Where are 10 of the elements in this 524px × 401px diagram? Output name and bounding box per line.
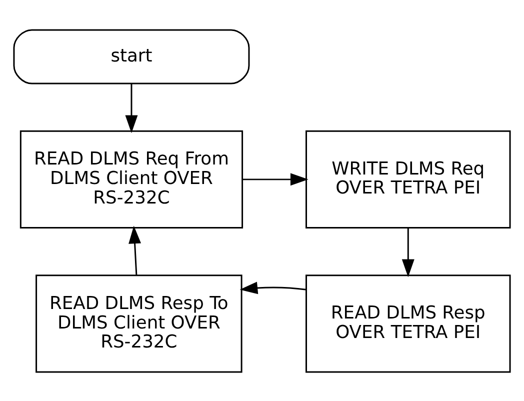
arrow	[128, 225, 142, 274]
arrow	[242, 172, 308, 186]
arrow	[402, 227, 414, 277]
node-box: READ DLMS Resp OVER TETRA PEI	[306, 274, 511, 372]
node-box: start	[13, 28, 250, 84]
arrow	[125, 83, 138, 133]
node-box: READ DLMS Resp To DLMS Client OVER RS-232C	[36, 274, 242, 372]
arrow	[240, 281, 306, 294]
node-box: WRITE DLMS Req OVER TETRA PEI	[306, 130, 511, 228]
node-box: READ DLMS Req From DLMS Client OVER RS-232C	[20, 130, 244, 228]
